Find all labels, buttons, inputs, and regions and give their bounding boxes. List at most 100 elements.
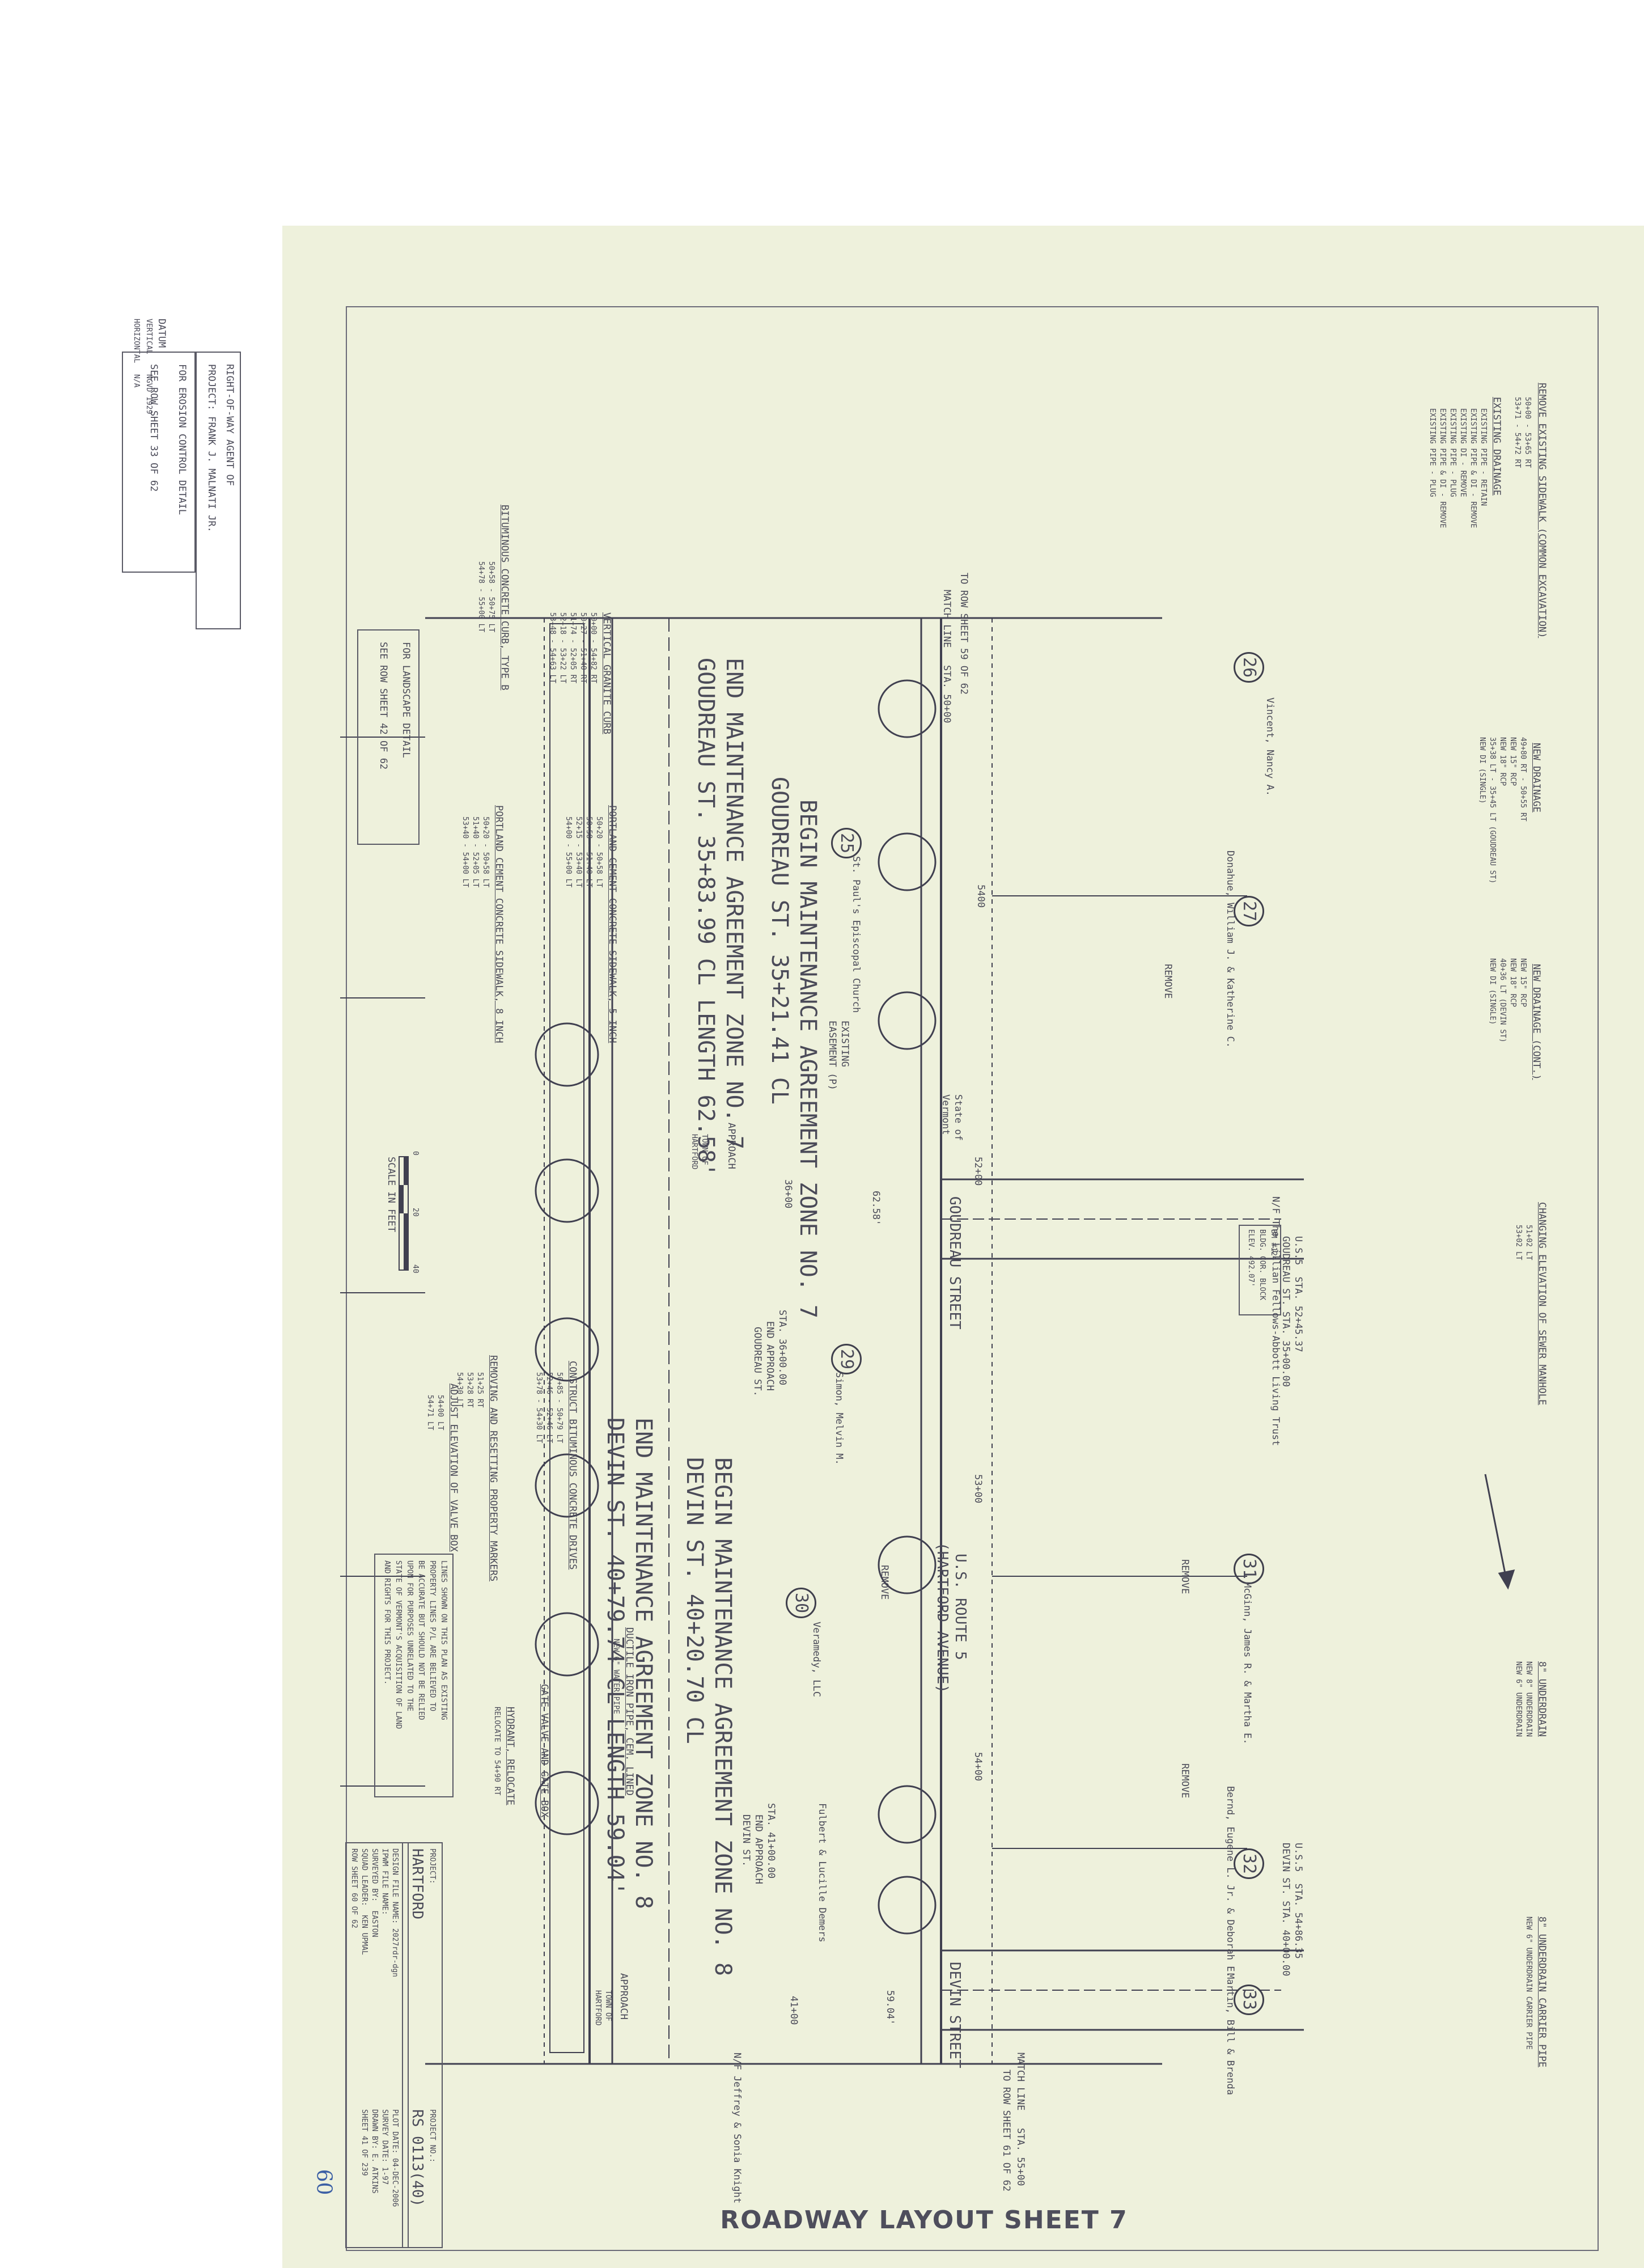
tree-12 — [535, 1771, 599, 1835]
sidewalk-right — [549, 623, 584, 2053]
legend-bit-drives-title: CONSTRUCT BITUMINOUS CONCRETE DRIVES — [567, 1361, 578, 1570]
tb-project-no: RS 0113(40) — [409, 2109, 426, 2207]
easement-2: EASEMENT (P) — [827, 1021, 838, 1090]
sta41-2: END APPROACH — [753, 1814, 764, 1884]
parcel-29-owner: Simon, Melvin M. — [833, 1372, 845, 1465]
remove-label-3: REMOVE — [879, 1565, 890, 1600]
legend-existing-drainage-item3: EXISTING DI - REMOVE — [1459, 408, 1467, 497]
legend-new-drainage-cont-item2: NEW 18" RCP — [1509, 958, 1517, 1008]
dim-devin: 59.04' — [884, 1990, 896, 2025]
zone7-begin-sta: GOUDREAU ST. 35+21.41 CL — [766, 777, 793, 1105]
fulbert-owner: Fulbert & Lucille Demers — [816, 1803, 828, 1943]
remove-label-1: REMOVE — [1162, 964, 1173, 999]
legend-sidewalk5-item2: 50+58 - 51+40 LT — [584, 816, 593, 888]
legend-underdrain-title: 8" UNDERDRAIN — [1536, 1661, 1548, 1737]
tree-11 — [535, 1612, 599, 1677]
legend-gate-valve-title: GATE VALVE AND GATE BOX — [539, 1684, 550, 1818]
goudreau-street-label: GOUDREAU STREET — [946, 1196, 963, 1330]
parcel-32-circle: 32 — [1234, 1848, 1264, 1879]
lines-shown-2: PROPERTY LINES P/L ARE BELIEVED TO — [428, 1560, 437, 1712]
lines-shown-note-box: LINES SHOWN ON THIS PLAN AS EXISTING PRO… — [374, 1554, 454, 1797]
legend-hydrant-title: HYDRANT, RELOCATE — [505, 1707, 516, 1805]
legend-remove-sidewalk-item2: 53+71 - 54+72 RT — [1513, 397, 1522, 468]
legend-sidewalk5-item1: 50+20 - 50+58 LT — [595, 816, 603, 888]
easement-1: EXISTING — [839, 1021, 850, 1067]
legend-underdrain-item2: NEW 6" UNDERDRAIN — [1514, 1661, 1523, 1737]
tree-8 — [535, 1158, 599, 1223]
approach-16e-1: APPROACH — [726, 1123, 737, 1169]
remove-label-2: REMOVE — [1179, 1559, 1190, 1594]
approach-16f-2: TOWN OF — [604, 1990, 612, 2021]
row-agent-line2: PROJECT: FRANK J. MALNATI JR. — [206, 364, 217, 532]
legend-sewer-item1: 51+02 LT — [1524, 1225, 1533, 1260]
approach-16f-3: HARTFORD — [594, 1990, 602, 2026]
lines-shown-4: UPON FOR PURPOSES UNRELATED TO THE — [405, 1560, 414, 1712]
tb-plot-date: PLOT DATE: 04-DEC-2006 — [391, 2109, 399, 2207]
tb-pwm-file: IPWM FILE NAME: — [380, 1848, 389, 1915]
sta36-3: GOUDREAU ST. — [752, 1327, 763, 1397]
parcel-27-owner: Donahue, William J. & Katherine C. — [1224, 850, 1236, 1048]
knight-owner: N/F Jeffrey & Sonia Knight — [731, 2053, 743, 2204]
legend-bit-curb-item2: 54+78 - 55+00 LT — [477, 561, 485, 633]
match-top-station: MATCH LINE STA. 50+00 — [941, 590, 952, 723]
legend-new-drainage-cont-item4: NEW DI (SINGLE) — [1488, 958, 1497, 1025]
landscape-note-box: FOR LANDSCAPE DETAIL SEE ROW SHEET 42 OF… — [357, 629, 420, 845]
row-agent-line1: RIGHT-OF-WAY AGENT OF — [224, 364, 235, 486]
legend-granite-curb-item2: 50+27 - 51+40 RT — [579, 612, 587, 684]
tree-2 — [878, 832, 937, 891]
parcel-30-owner: Veramedy, LLC — [811, 1622, 822, 1698]
parcel-26-owner: Vincent, Nancy A. — [1264, 697, 1276, 796]
sta36-1: STA. 36+00.00 — [777, 1310, 788, 1386]
landscape-note-line1: FOR LANDSCAPE DETAIL — [400, 642, 412, 758]
lines-shown-6: AND RIGHTS FOR THIS PROJECT. — [383, 1560, 391, 1685]
legend-granite-curb-title: VERTICAL GRANITE CURB — [601, 612, 612, 734]
tree-6 — [878, 1876, 937, 1935]
legend-sidewalk5-item3: 52+15 - 53+40 LT — [574, 816, 583, 888]
bm-2: BLDG. COR. BLOCK — [1258, 1229, 1266, 1301]
legend-sidewalk5-title: PORTLAND CEMENT CONCRETE SIDEWALK, 5 INC… — [607, 805, 618, 1043]
parcel-33-circle: 33 — [1234, 1984, 1264, 2015]
route-label-2: (HARTFORD AVENUE) — [934, 1542, 951, 1694]
datum-heading: DATUM — [156, 319, 167, 348]
parcel-25-circle: 25 — [831, 828, 862, 858]
match-bottom-sheet: TO ROW SHEET 61 OF 62 — [1001, 2070, 1012, 2191]
erosion-note-line1: FOR EROSION CONTROL DETAIL — [176, 364, 188, 515]
dim-goudreau: 62.58' — [870, 1191, 882, 1226]
legend-new-drainage-title: NEW DRAINAGE — [1531, 743, 1542, 813]
state-label: State of — [952, 1094, 964, 1141]
scale-tick-40: 40 — [411, 1264, 420, 1273]
tb-sheet: SHEET 41 OF 239 — [360, 2109, 368, 2176]
drawing-sheet — [282, 226, 1644, 2268]
approach-16e-3: HARTFORD — [690, 1134, 698, 1170]
legend-existing-drainage-item5: EXISTING PIPE & DI - REMOVE — [1438, 408, 1447, 528]
legend-underdrain-carrier-title: 8" UNDERDRAIN CARRIER PIPE — [1536, 1916, 1548, 2068]
legend-sidewalk8-item3: 53+40 - 54+00 LT — [461, 816, 469, 888]
zone7-begin: BEGIN MAINTENANCE AGREEMENT ZONE NO. 7 — [795, 799, 821, 1319]
sta36-2: END APPROACH — [764, 1321, 776, 1391]
legend-underdrain-carrier-item1: NEW 6" UNDERDRAIN CARRIER PIPE — [1524, 1916, 1533, 2050]
legend-new-drainage-item1: 49+80 RT - 50+55 RT — [1519, 737, 1527, 822]
legend-bit-drives-item1: 50+85 - 50+79 LT — [555, 1372, 563, 1444]
legend-remove-sidewalk-item1: 50+00 - 53+65 RT — [1523, 397, 1532, 468]
tree-9 — [535, 1317, 599, 1382]
legend-new-drainage-item5: NEW DI (SINGLE) — [1478, 737, 1486, 804]
zone8-begin: BEGIN MAINTENANCE AGREEMENT ZONE NO. 8 — [710, 1457, 736, 1977]
legend-new-drainage-item2: NEW 15" RCP — [1509, 737, 1517, 786]
tree-1 — [878, 679, 937, 738]
lines-shown-3: BE ACCURATE BUT SHOULD NOT BE RELIED — [417, 1560, 425, 1720]
zone8-end-sta: DEVIN ST. 40+79.74 CL LENGTH 59.04' — [602, 1417, 628, 1895]
landscape-note-line2: SEE ROW SHEET 42 OF 62 — [378, 642, 389, 770]
tb-squad-leader: SQUAD LEADER: KEN UPMAL — [360, 1848, 368, 1955]
legend-valve-box-item2: 54+71 LT — [426, 1395, 434, 1431]
zone8-begin-sta: DEVIN ST. 40+20.70 CL — [681, 1457, 707, 1744]
datum-vertical: VERTICAL — [145, 319, 153, 354]
legend-new-drainage-item3: NEW 18" RCP — [1498, 737, 1507, 786]
station-36: 36+00 — [782, 1179, 794, 1209]
tb-project-no-label: PROJECT NO.: — [428, 2109, 437, 2163]
legend-new-drainage-item4: 35+38 LT - 35+45 LT (GOUDREAU ST) — [1488, 737, 1497, 884]
station-41: 41+00 — [788, 1996, 799, 2025]
titleblock-lines — [345, 1842, 443, 2248]
scale-bar — [399, 1156, 409, 1271]
handwritten-page-number: 60 — [312, 2169, 336, 2195]
tb-project: HARTFORD — [409, 1848, 426, 1920]
